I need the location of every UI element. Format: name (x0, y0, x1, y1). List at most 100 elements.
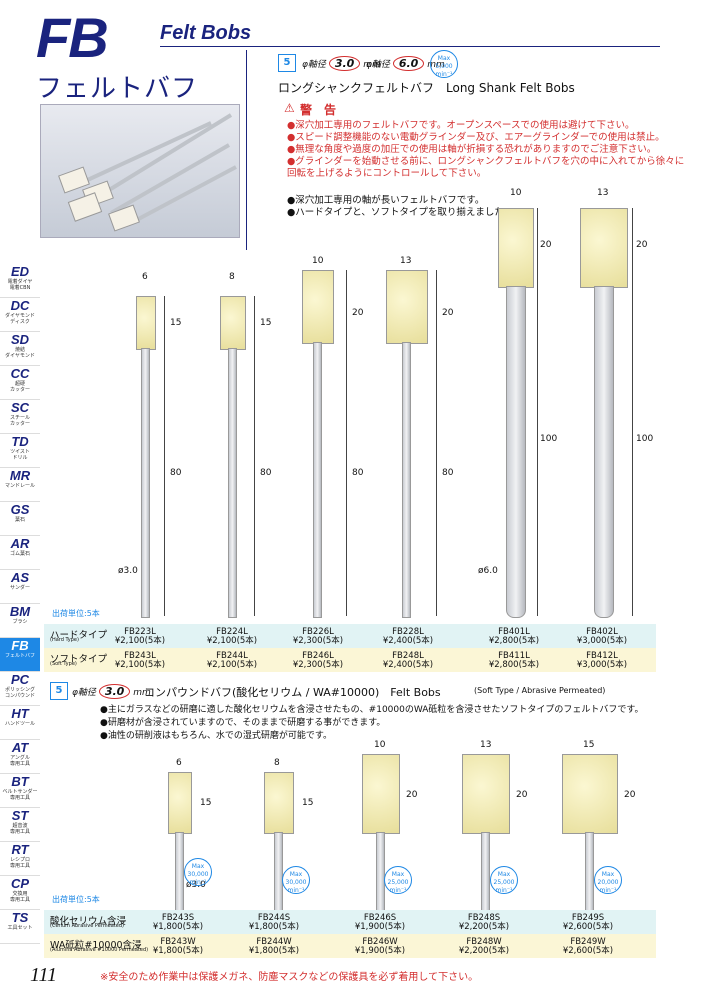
product-code: FB249W (570, 937, 606, 947)
product-price: ¥2,100(5本) (206, 659, 258, 670)
product-cell: FB411L¥2,800(5本) (474, 652, 554, 669)
bob-head-fb249s (562, 754, 618, 834)
warning-item: ●深穴加工専用のフェルトバフです。オープンスペースでの使用は避けて下さい。 (287, 120, 635, 131)
product-cell: FB401L¥2,800(5本) (474, 628, 554, 645)
product-code: FB244L (216, 651, 248, 661)
dim-head-length: 15 (170, 318, 182, 328)
sidebar-item-label: マンドレール (4, 483, 35, 489)
dim-diameter: 10 (510, 188, 522, 198)
dim-shaft-length: 80 (352, 468, 364, 478)
sidebar-item-code: BM (9, 604, 31, 619)
bob-shaft (594, 286, 614, 618)
shaft-unit: mm (363, 60, 381, 70)
product-cell: FB228L¥2,400(5本) (368, 628, 448, 645)
sidebar-item-code: RT (11, 842, 29, 857)
shaft-value: 6.0 (392, 56, 425, 71)
product-code: FB248S (467, 913, 501, 923)
product-code: FB401L (498, 627, 530, 637)
product-cell: FB246W¥1,900(5本) (340, 938, 420, 955)
product-cell: FB412L¥3,000(5本) (562, 652, 642, 669)
feature-item: ●ハードタイプと、ソフトタイプを取り揃えました。 (287, 207, 514, 218)
sidebar-item-code: ST (11, 808, 29, 823)
section1-title: ロングシャンクフェルトバフ Long Shank Felt Bobs (278, 81, 575, 95)
sidebar-item-label: スチール カッター (9, 415, 30, 427)
dim-line (537, 208, 538, 616)
cerium-row: 酸化セリウム含浸(Cerium Abrasive Permeated) (44, 910, 656, 934)
soft-type-row: ソフトタイプ(Soft Type) (44, 648, 656, 672)
page-title-en: Felt Bobs (160, 22, 252, 44)
feature-item: ●深穴加工専用の軸が長いフェルトバフです。 (287, 195, 485, 206)
product-price: ¥2,100(5本) (206, 635, 258, 646)
product-price: ¥2,400(5本) (382, 635, 434, 646)
product-price: ¥2,600(5本) (562, 945, 614, 956)
dim-head-length: 15 (200, 798, 212, 808)
product-price: ¥1,800(5本) (152, 921, 204, 932)
hard-type-label: ハードタイプ (50, 630, 108, 641)
dim-head-length: 20 (442, 308, 454, 318)
warning-item: ●グラインダーを始動させる前に、ロングシャンクフェルトバフを穴の中に入れてから徐… (287, 156, 685, 179)
sidebar-item-code: FB (11, 638, 29, 653)
max-speed-badge: Max 5,000 min⁻¹ (430, 50, 458, 78)
sidebar-item-code: AT (11, 740, 29, 755)
dim-head-length: 15 (260, 318, 272, 328)
product-price: ¥2,800(5本) (488, 659, 540, 670)
warning-icon: ⚠ (284, 101, 295, 115)
sidebar-item-label: アングル 専用工具 (9, 755, 30, 767)
sidebar-item-label: 超音波 専用工具 (9, 823, 30, 835)
dim-head-length: 20 (636, 240, 648, 250)
sidebar-item-label: ベルトサンダー 専用工具 (2, 789, 38, 801)
product-price: ¥2,200(5本) (458, 921, 510, 932)
sidebar-item-code: TS (11, 910, 29, 925)
page-title-jp: フェルトバフ (36, 74, 199, 104)
product-photo (40, 104, 240, 238)
product-price: ¥3,000(5本) (576, 659, 628, 670)
product-price: ¥2,200(5本) (458, 945, 510, 956)
sidebar-item-label: ゴム葉石 (9, 551, 30, 557)
dim-diameter: 13 (480, 740, 492, 750)
shaft-label: φ軸径 (72, 688, 96, 698)
bob-shaft (402, 342, 411, 618)
sidebar-item-code: GS (10, 502, 30, 517)
product-cell: FB224L¥2,100(5本) (192, 628, 272, 645)
product-code: FB244W (256, 937, 292, 947)
product-code: FB249S (571, 913, 605, 923)
dim-head-length: 15 (302, 798, 314, 808)
sidebar-item-label: 葉石 (14, 517, 25, 523)
sidebar-item-label: サンダー (9, 585, 30, 591)
product-price: ¥1,800(5本) (248, 945, 300, 956)
bob-head-fb223l (136, 296, 156, 350)
bob-shaft (228, 348, 237, 618)
bob-head-fb228l (386, 270, 428, 344)
product-price: ¥3,000(5本) (576, 635, 628, 646)
product-price: ¥2,400(5本) (382, 659, 434, 670)
max-speed-badge: Max 30,000 min⁻¹ (282, 866, 310, 894)
shaft-value: 3.0 (328, 56, 361, 71)
sidebar-item-label: 電着ダイヤ 電着CBN (7, 279, 33, 291)
bob-head-fb226l (302, 270, 334, 344)
product-cell: FB246S¥1,900(5本) (340, 914, 420, 931)
product-code: FB228L (392, 627, 424, 637)
sidebar-item-code: PC (10, 672, 30, 687)
page-logo-code: FB (36, 6, 109, 69)
product-code: FB244S (257, 913, 291, 923)
